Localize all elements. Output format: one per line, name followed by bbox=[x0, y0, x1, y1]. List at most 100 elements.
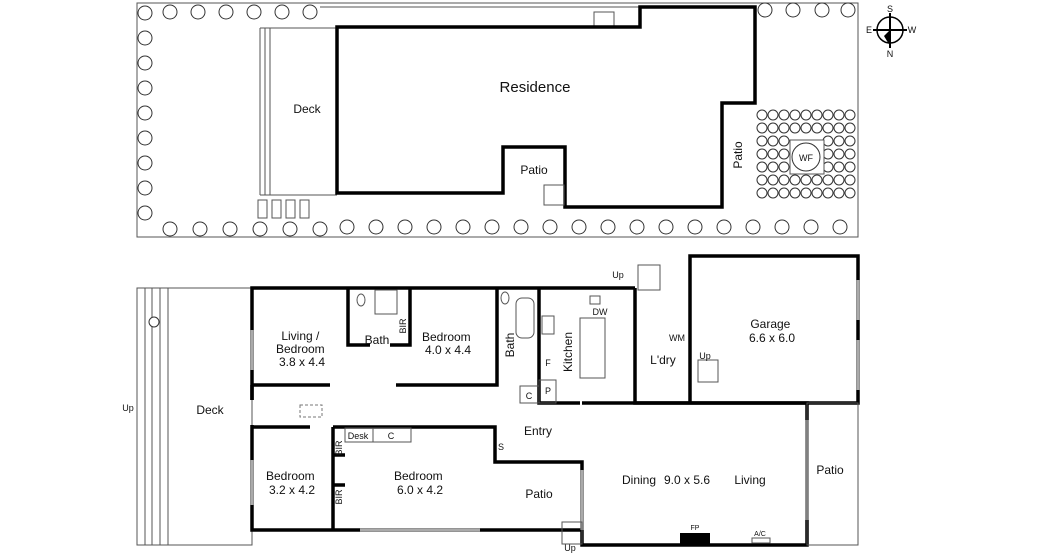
tree-icon bbox=[192, 221, 208, 237]
tree-icon bbox=[833, 122, 845, 134]
tree-icon bbox=[274, 4, 290, 20]
tree-icon bbox=[844, 109, 856, 121]
tree-icon bbox=[484, 219, 500, 235]
tree-icon bbox=[778, 109, 790, 121]
laundry-wall bbox=[633, 288, 690, 405]
tree-icon bbox=[282, 221, 298, 237]
up-deck-label: Up bbox=[122, 403, 134, 413]
skylight bbox=[299, 404, 323, 418]
kitchen-label: Kitchen bbox=[561, 332, 575, 372]
tree-icon bbox=[800, 174, 812, 186]
tree-icon bbox=[137, 80, 153, 96]
tree-icon bbox=[774, 219, 790, 235]
tree-icon bbox=[844, 174, 856, 186]
tree-icon bbox=[833, 148, 845, 160]
tree-icon bbox=[148, 316, 160, 328]
tree-icon bbox=[629, 219, 645, 235]
right-patio-label: Patio bbox=[816, 463, 844, 477]
tree-icon bbox=[778, 148, 790, 160]
bathtub-icon bbox=[515, 297, 535, 339]
steps bbox=[697, 359, 719, 383]
tree-icon bbox=[137, 155, 153, 171]
tree-icon bbox=[778, 161, 790, 173]
tree-icon bbox=[767, 122, 779, 134]
compass-icon: S N E W bbox=[866, 4, 917, 59]
toilet-icon bbox=[356, 293, 366, 307]
tree-icon bbox=[302, 4, 318, 20]
site-patio-label: Patio bbox=[520, 163, 548, 177]
tree-icon bbox=[785, 2, 801, 18]
tree-icon bbox=[190, 4, 206, 20]
tree-icon bbox=[800, 122, 812, 134]
tree-icon bbox=[658, 219, 674, 235]
bath1-label: Bath bbox=[365, 333, 390, 347]
fridge-label: F bbox=[545, 358, 551, 368]
tree-icon bbox=[844, 148, 856, 160]
tree-icon bbox=[778, 187, 790, 199]
deck-label: Deck bbox=[196, 403, 224, 417]
tree-icon bbox=[789, 122, 801, 134]
storage-label: S bbox=[498, 442, 504, 452]
kitchen-island bbox=[579, 317, 606, 379]
tree-icon bbox=[844, 161, 856, 173]
tree-icon bbox=[811, 187, 823, 199]
residence-label: Residence bbox=[500, 79, 571, 96]
tree-icon bbox=[811, 109, 823, 121]
tree-icon bbox=[687, 219, 703, 235]
tree-icon bbox=[833, 135, 845, 147]
tree-icon bbox=[137, 130, 153, 146]
tree-icon bbox=[767, 174, 779, 186]
garden-trees bbox=[137, 2, 856, 237]
tree-icon bbox=[339, 219, 355, 235]
compass-s: S bbox=[887, 4, 893, 14]
up-laundry-label: Up bbox=[612, 270, 624, 280]
sink-icon bbox=[589, 295, 601, 305]
tree-icon bbox=[397, 219, 413, 235]
tree-icon bbox=[600, 219, 616, 235]
tree-icon bbox=[778, 174, 790, 186]
tree-icon bbox=[756, 174, 768, 186]
laundry-label: L'dry bbox=[650, 353, 676, 367]
tree-icon bbox=[137, 205, 153, 221]
deck-area bbox=[136, 287, 253, 546]
cooktop-icon bbox=[541, 315, 555, 335]
cupboard-label: C bbox=[526, 391, 533, 401]
tree-icon bbox=[756, 109, 768, 121]
tree-icon bbox=[844, 122, 856, 134]
tree-icon bbox=[757, 2, 773, 18]
entry-label: Entry bbox=[524, 424, 552, 438]
tree-icon bbox=[137, 5, 153, 21]
tree-icon bbox=[137, 105, 153, 121]
tree-icon bbox=[246, 4, 262, 20]
tree-icon bbox=[767, 109, 779, 121]
tree-icon bbox=[756, 122, 768, 134]
bedroom1-label: Bedroom 4.0 x 4.4 bbox=[422, 330, 474, 357]
tree-icon bbox=[789, 187, 801, 199]
desk-cupboard-label: C bbox=[388, 431, 395, 441]
tree-icon bbox=[162, 221, 178, 237]
fireplace-label: FP bbox=[691, 525, 700, 532]
steps bbox=[561, 521, 583, 545]
tree-icon bbox=[767, 161, 779, 173]
site-deck-label: Deck bbox=[293, 102, 321, 116]
tree-icon bbox=[218, 4, 234, 20]
bath2-label: Bath bbox=[503, 333, 517, 358]
tree-icon bbox=[767, 135, 779, 147]
compass-n: N bbox=[887, 49, 894, 59]
tree-icon bbox=[822, 109, 834, 121]
tree-icon bbox=[312, 221, 328, 237]
tree-icon bbox=[833, 109, 845, 121]
bedroom2-label: Bedroom 3.2 x 4.2 bbox=[266, 469, 318, 497]
bir3-label: BIR bbox=[334, 489, 344, 505]
tree-icon bbox=[833, 174, 845, 186]
bedroom3-label: Bedroom 6.0 x 4.2 bbox=[394, 469, 446, 497]
tree-icon bbox=[789, 109, 801, 121]
tree-icon bbox=[368, 219, 384, 235]
tree-icon bbox=[822, 187, 834, 199]
tree-icon bbox=[840, 2, 856, 18]
tree-icon bbox=[513, 219, 529, 235]
tree-icon bbox=[137, 180, 153, 196]
tree-icon bbox=[252, 221, 268, 237]
site-plan: Residence Deck Patio Patio WF bbox=[136, 2, 859, 238]
